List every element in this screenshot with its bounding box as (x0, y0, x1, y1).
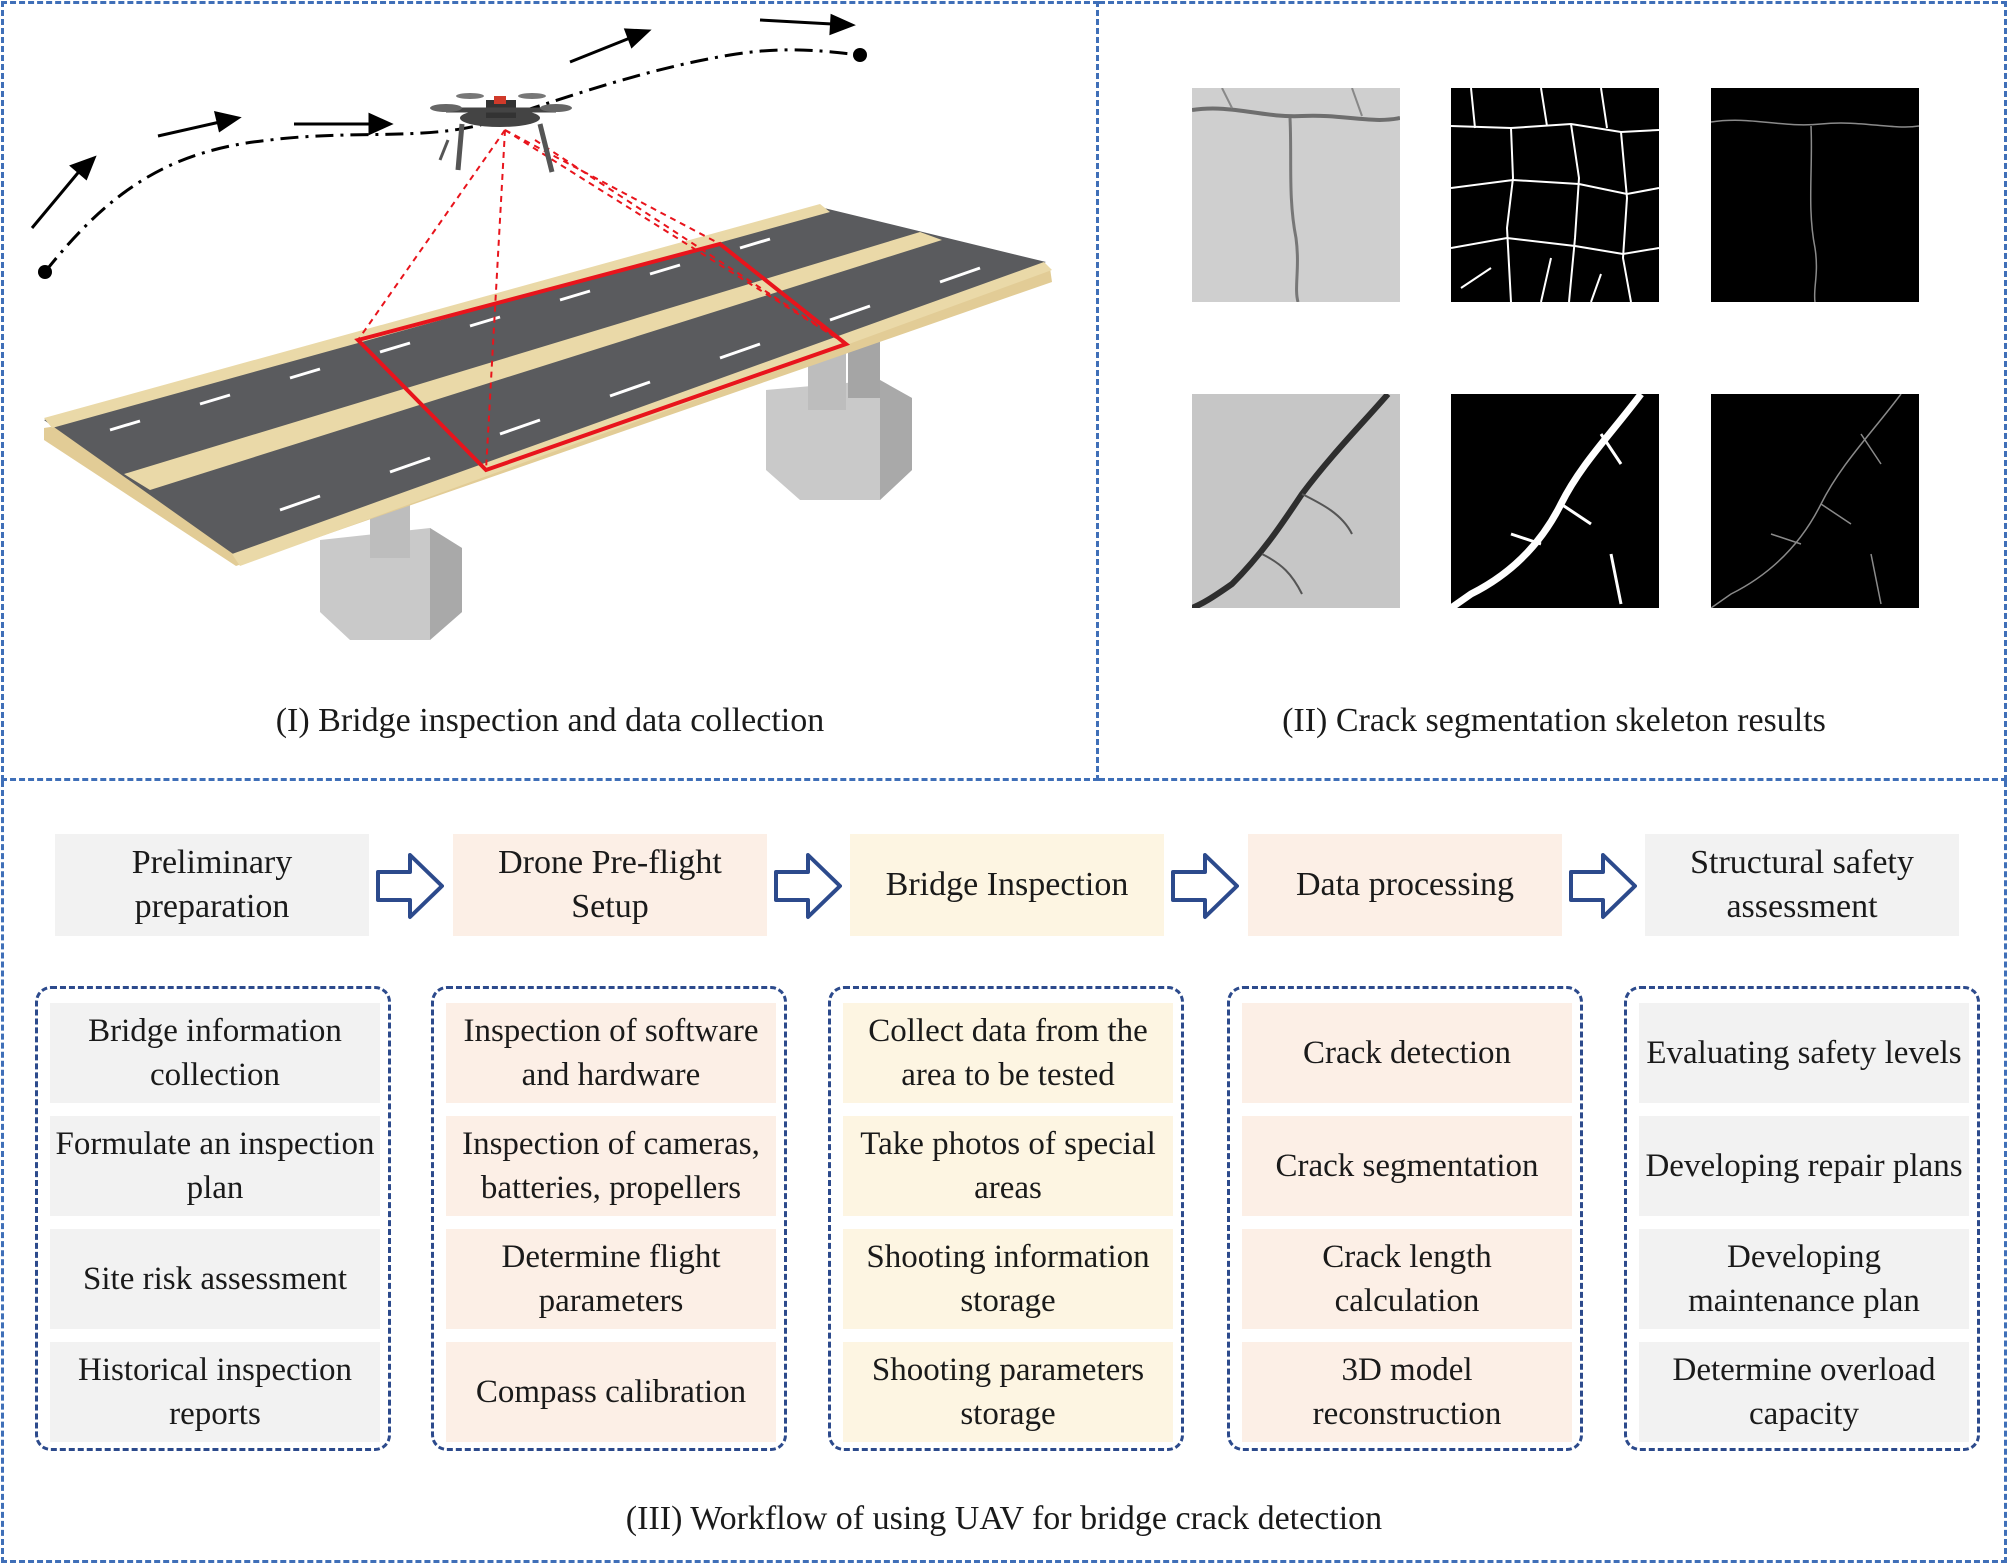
task-item: Inspection of cameras, batteries, propel… (446, 1116, 776, 1216)
flow-arrow-icon (1171, 853, 1239, 919)
task-item: 3D model reconstruction (1242, 1342, 1572, 1442)
flight-path-end (853, 48, 867, 62)
flight-path-start (38, 265, 52, 279)
task-item: Developing repair plans (1639, 1116, 1969, 1216)
task-item: Inspection of software and hardware (446, 1003, 776, 1103)
task-item: Collect data from the area to be tested (843, 1003, 1173, 1103)
flow-arrow-icon (1569, 853, 1637, 919)
crack-photo-2 (1192, 394, 1400, 608)
bridge-road-surface (44, 208, 1046, 556)
flight-path (43, 48, 861, 273)
bridge-rail-far (44, 204, 830, 428)
task-item: Determine overload capacity (1639, 1342, 1969, 1442)
task-item: Crack segmentation (1242, 1116, 1572, 1216)
crack-skeleton-2 (1711, 394, 1919, 608)
task-group-bridge-inspection: Collect data from the area to be tested … (828, 986, 1184, 1451)
crack-photo-1 (1192, 88, 1400, 302)
task-item: Developing maintenance plan (1639, 1229, 1969, 1329)
workflow-panel-caption: (III) Workflow of using UAV for bridge c… (625, 1500, 1383, 1537)
stage-drone-preflight-setup: Drone Pre-flight Setup (453, 834, 767, 936)
lane-markings (109, 237, 981, 512)
bridge-illustration (30, 13, 1052, 640)
task-item: Evaluating safety levels (1639, 1003, 1969, 1103)
task-item: Crack length calculation (1242, 1229, 1572, 1329)
task-item: Formulate an inspection plan (50, 1116, 380, 1216)
bridge-median (124, 232, 942, 490)
crack-mask-1 (1451, 88, 1659, 302)
task-group-structural-safety-assessment: Evaluating safety levels Developing repa… (1624, 986, 1980, 1451)
crack-panel-caption: (II) Crack segmentation skeleton results (1282, 702, 1826, 739)
crack-mask-2 (1451, 394, 1659, 608)
task-item: Compass calibration (446, 1342, 776, 1442)
stage-preliminary-preparation: Preliminary preparation (55, 834, 369, 936)
stage-structural-safety-assessment: Structural safety assessment (1645, 834, 1959, 936)
bridge-pillar-left (320, 500, 462, 640)
stage-data-processing: Data processing (1248, 834, 1562, 936)
flight-direction-arrows (30, 13, 856, 229)
drone-icon (430, 93, 572, 173)
task-group-drone-preflight-setup: Inspection of software and hardware Insp… (431, 986, 787, 1451)
task-group-preliminary-preparation: Bridge information collection Formulate … (35, 986, 391, 1451)
workflow-panel (1, 781, 2007, 1563)
task-item: Bridge information collection (50, 1003, 380, 1103)
flow-arrow-icon (774, 853, 842, 919)
task-item: Shooting information storage (843, 1229, 1173, 1329)
bridge-inspection-panel (1, 1, 1099, 781)
task-item: Crack detection (1242, 1003, 1572, 1103)
task-item: Historical inspection reports (50, 1342, 380, 1442)
task-item: Determine flight parameters (446, 1229, 776, 1329)
camera-view-lines (357, 129, 847, 471)
task-item: Shooting parameters storage (843, 1342, 1173, 1442)
flow-arrow-icon (376, 853, 444, 919)
task-group-data-processing: Crack detection Crack segmentation Crack… (1227, 986, 1583, 1451)
crack-skeleton-1 (1711, 88, 1919, 302)
bridge-panel-caption: (I) Bridge inspection and data collectio… (275, 702, 825, 739)
crack-segmentation-panel (1099, 1, 2007, 781)
stage-bridge-inspection: Bridge Inspection (850, 834, 1164, 936)
inspection-area (354, 241, 851, 473)
task-item: Site risk assessment (50, 1229, 380, 1329)
task-item: Take photos of special areas (843, 1116, 1173, 1216)
